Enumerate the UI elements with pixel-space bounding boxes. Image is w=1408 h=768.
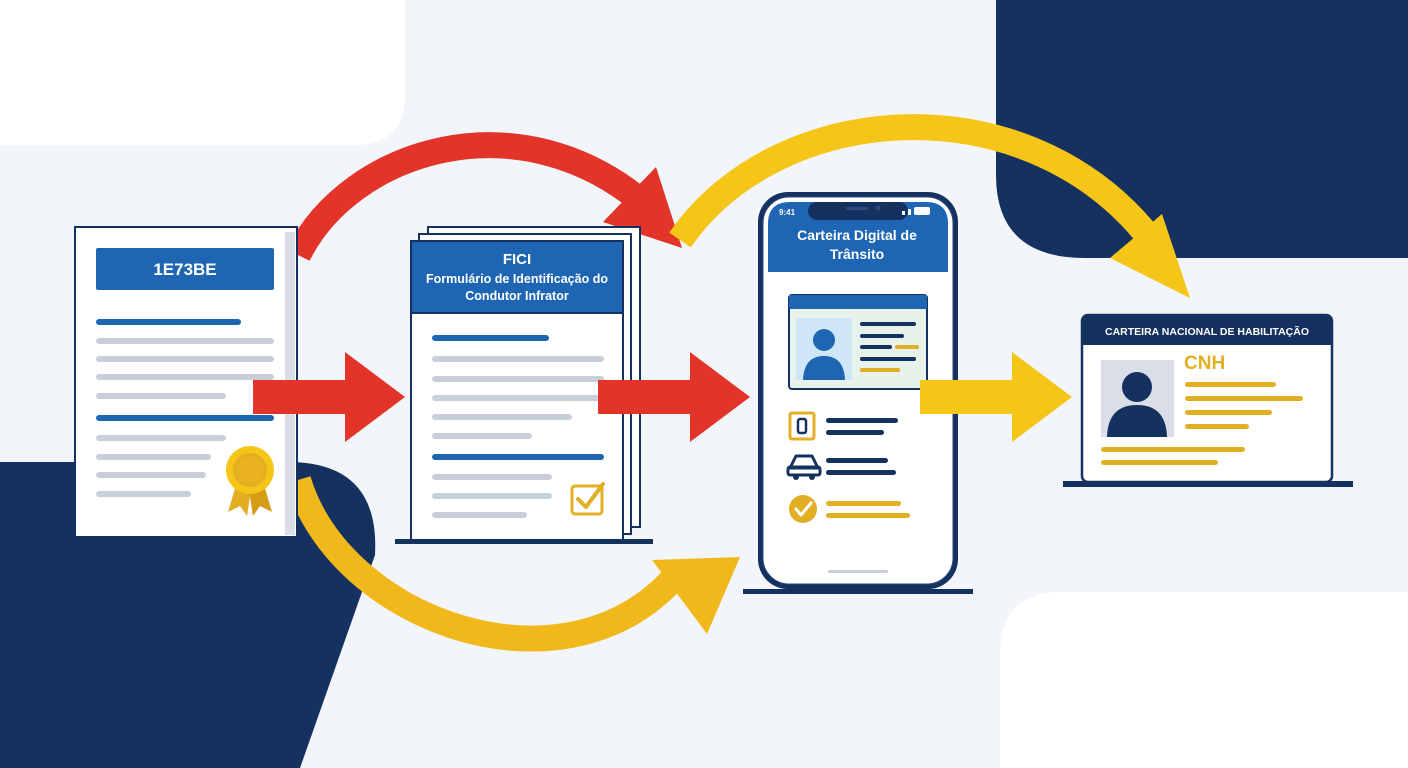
phone-header <box>768 202 948 272</box>
cnh-header-text: CARTEIRA NACIONAL DE HABILITAÇÃO <box>1105 326 1309 338</box>
phone-app-title: Carteira Digital de Trânsito <box>797 227 917 262</box>
curved-arrow-yellow-top <box>669 114 1171 260</box>
cnh-label: CNH <box>1184 353 1226 374</box>
cnh-header-bar <box>1082 315 1332 345</box>
doc-number-banner <box>96 248 274 290</box>
fici-title: FICI <box>502 251 532 268</box>
arrow-red-doc-to-fici <box>253 352 405 442</box>
phone-status-time: 9:41 <box>779 208 796 217</box>
checkbox-checked-icon <box>570 482 605 516</box>
document-icon <box>788 411 816 441</box>
bg-bottom-right-white <box>1000 592 1408 768</box>
bg-bottom-left-navy <box>0 462 376 768</box>
curved-arrow-red-top <box>286 132 657 262</box>
arrowhead-gold-bottom <box>652 557 740 634</box>
car-icon <box>786 454 822 480</box>
arrow-red-fici-to-phone <box>598 352 750 442</box>
fici-subtitle: Formulário de Identificação do Condutor … <box>426 272 608 303</box>
driver-license-icon <box>788 294 928 390</box>
check-circle-icon <box>789 495 817 523</box>
document-number: 1E73BE <box>153 260 217 279</box>
arrowhead-yellow-top <box>1110 214 1190 298</box>
person-silhouette-icon <box>1101 360 1174 437</box>
bg-top-left-white <box>0 0 405 145</box>
fici-header-banner <box>410 240 624 314</box>
arrow-yellow-phone-to-cnh <box>920 352 1072 442</box>
curved-arrow-gold-bottom <box>285 476 682 652</box>
award-seal-icon <box>226 446 274 516</box>
